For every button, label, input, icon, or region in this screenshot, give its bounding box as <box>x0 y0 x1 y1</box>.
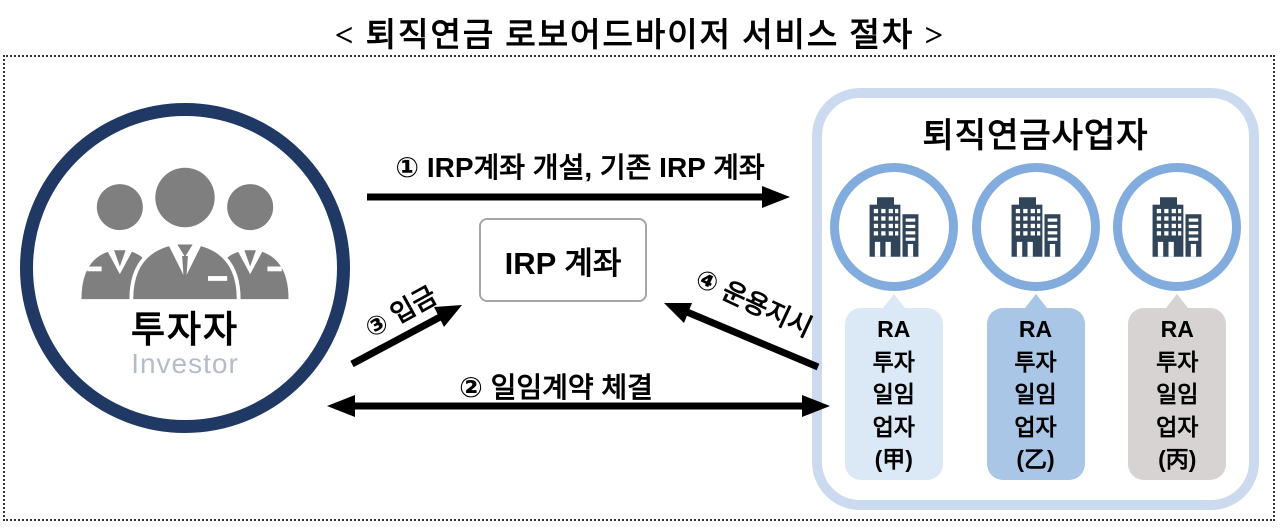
irp-account-box: IRP 계좌 <box>479 218 647 302</box>
provider-panel-title: 퇴직연금사업자 <box>922 117 1149 155</box>
people-icon <box>81 163 289 301</box>
ra-company-box-1: RA 투자 일임 업자 (甲) <box>844 308 943 480</box>
building-icon <box>1011 197 1060 257</box>
investor-sublabel: Investor <box>131 348 239 379</box>
speech-pointer-1 <box>882 294 905 308</box>
company-column-2: RA 투자 일임 업자 (乙) <box>966 163 1106 480</box>
page-title: < 퇴직연금 로보어드바이저 서비스 절차 > <box>334 18 946 54</box>
company-column-3: RA 투자 일임 업자 (丙) <box>1107 163 1247 480</box>
speech-pointer-3 <box>1166 294 1189 308</box>
speech-pointer-2 <box>1024 294 1047 308</box>
company-column-1: RA 투자 일임 업자 (甲) <box>824 163 964 480</box>
building-icon <box>1152 197 1202 257</box>
flow-label-open-account: ① IRP계좌 개설, 기존 IRP 계좌 <box>395 152 765 183</box>
ra-company-box-2: RA 투자 일임 업자 (乙) <box>986 308 1085 480</box>
pension-provider-panel: 퇴직연금사업자 <box>812 88 1259 510</box>
flow-label-discretionary-contract: ② 일임계약 체결 <box>459 372 653 403</box>
investor-label: 투자자 <box>130 309 240 350</box>
company-circle-3 <box>1113 163 1242 291</box>
building-icon <box>869 197 919 257</box>
company-row: RA 투자 일임 업자 (甲) <box>822 163 1249 480</box>
company-circle-2 <box>971 163 1100 291</box>
ra-company-box-3: RA 투자 일임 업자 (丙) <box>1128 308 1227 480</box>
company-circle-1 <box>829 163 958 291</box>
